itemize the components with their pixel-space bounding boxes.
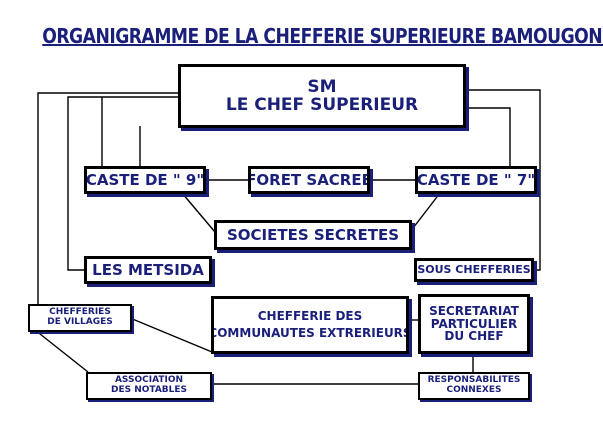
- connector-chef-metsida: [67, 96, 178, 271]
- node-secretariat-line2: PARTICULIER: [430, 316, 518, 331]
- node-foret-sacree-label: FORET SACREE: [248, 170, 370, 189]
- node-chefferies-de-villages: CHEFFERIES DE VILLAGES: [28, 304, 132, 332]
- node-sous-chefferies: SOUS CHEFFERIES: [414, 258, 534, 282]
- connector-chef-caste7: [465, 107, 511, 167]
- connector-villages-notables: [34, 329, 89, 373]
- node-caste-7-label: CASTE DE " 7": [416, 170, 536, 189]
- node-chef-line2: LE CHEF SUPERIEUR: [225, 95, 419, 115]
- node-secretariat-line3: DU CHEF: [444, 329, 504, 344]
- node-communautes-line1: CHEFFERIE DES: [257, 309, 363, 324]
- connector-chef-sous: [465, 89, 541, 271]
- node-les-metsida-label: LES METSIDA: [92, 260, 204, 279]
- node-villages-line2: DE VILLAGES: [47, 317, 113, 327]
- node-responsabilites-line1: RESPONSABILITES: [427, 375, 521, 386]
- node-chefferie-des-communautes: CHEFFERIE DES COMMUNAUTES EXTRERIEURS: [211, 296, 409, 354]
- node-societes-secretes-label: SOCIETES SECRETES: [226, 225, 400, 244]
- node-association-des-notables: ASSOCIATION DES NOTABLES: [86, 372, 212, 400]
- node-caste-7: CASTE DE " 7": [415, 166, 537, 194]
- node-notables-line2: DES NOTABLES: [110, 385, 188, 395]
- node-notables-line1: ASSOCIATION: [114, 375, 184, 386]
- node-responsabilites-connexes: RESPONSABILITES CONNEXES: [418, 372, 530, 400]
- connector-chef-villages: [37, 92, 178, 305]
- node-foret-sacree: FORET SACREE: [248, 166, 370, 194]
- node-secretariat-particulier: SECRETARIAT PARTICULIER DU CHEF: [418, 294, 530, 354]
- node-villages-line1: CHEFFERIES: [49, 307, 111, 318]
- connector-caste7-societes: [409, 192, 441, 233]
- node-caste-9-label: CASTE DE " 9": [85, 170, 205, 189]
- node-caste-9: CASTE DE " 9": [84, 166, 206, 194]
- node-societes-secretes: SOCIETES SECRETES: [214, 220, 412, 250]
- diagram-title: ORGANIGRAMME DE LA CHEFFERIE SUPERIEURE …: [42, 24, 603, 48]
- node-sous-chefferies-label: SOUS CHEFFERIES: [417, 263, 531, 277]
- connector-caste9-societes: [181, 192, 216, 233]
- node-communautes-line2: COMMUNAUTES EXTRERIEURS: [211, 326, 409, 340]
- node-secretariat-line1: SECRETARIAT: [429, 303, 519, 318]
- node-chef-line1: SM: [307, 76, 337, 97]
- node-responsabilites-line2: CONNEXES: [446, 385, 502, 395]
- node-les-metsida: LES METSIDA: [84, 256, 212, 284]
- connector-villages-communautes: [129, 317, 213, 353]
- node-chef-superieur: SM LE CHEF SUPERIEUR: [178, 64, 466, 128]
